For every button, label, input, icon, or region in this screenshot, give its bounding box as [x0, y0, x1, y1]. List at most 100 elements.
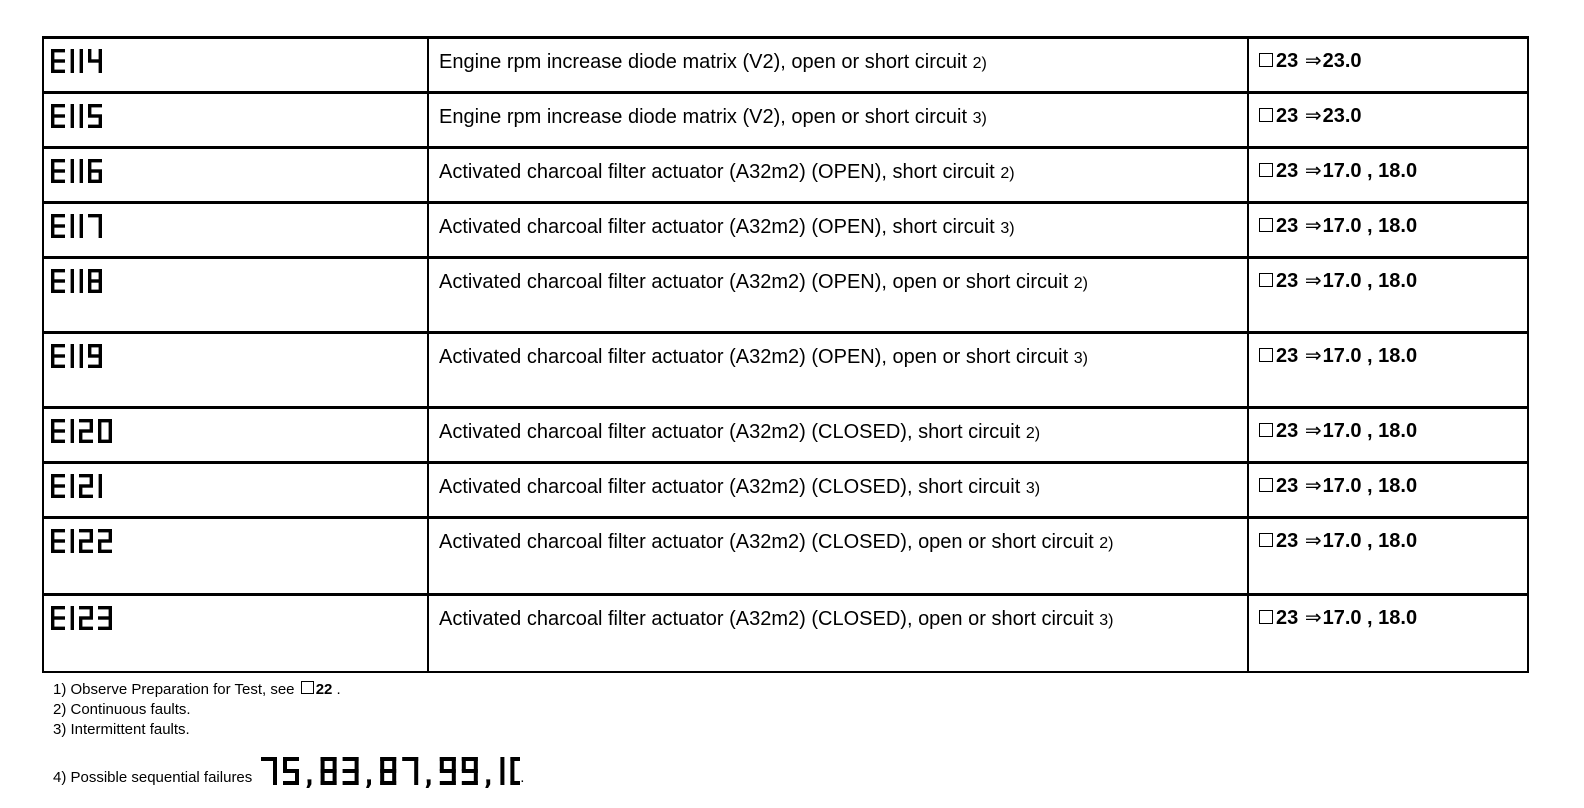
- page-ref-box-icon: [1259, 533, 1273, 547]
- fault-code-cell: [42, 91, 429, 149]
- ref-page: 23: [1276, 420, 1299, 442]
- page-ref-box-icon: [1259, 273, 1273, 287]
- ref-page: 23: [1276, 530, 1299, 552]
- footnote-4: 4) Possible sequential failures.: [53, 754, 549, 790]
- fault-description: Engine rpm increase diode matrix (V2), o…: [439, 106, 968, 128]
- footnotes: 1) Observe Preparation for Test, see 22 …: [53, 680, 549, 790]
- fault-code-cell: [42, 461, 429, 519]
- description-cell: Activated charcoal filter actuator (A32m…: [427, 593, 1249, 673]
- description-cell: Activated charcoal filter actuator (A32m…: [427, 461, 1249, 519]
- arrow-right-icon: ⇒: [1304, 345, 1322, 367]
- footnote-1-text: 1) Observe Preparation for Test, see: [53, 681, 295, 698]
- page-ref-box-icon: [1259, 610, 1273, 624]
- fault-code-display: [51, 269, 102, 293]
- reference-cell: 23 ⇒17.0 , 18.0: [1247, 331, 1529, 409]
- ref-section: 17.0 , 18.0: [1322, 530, 1418, 552]
- fault-code-cell: [42, 516, 429, 596]
- fault-code-cell: [42, 146, 429, 204]
- footnote-ref: 2): [1099, 535, 1114, 552]
- fault-code-display: [51, 606, 112, 630]
- table-row: Activated charcoal filter actuator (A32m…: [42, 331, 1529, 409]
- fault-description: Activated charcoal filter actuator (A32m…: [439, 608, 1094, 630]
- fault-code-cell: [42, 331, 429, 409]
- footnote-3: 3) Intermittent faults.: [53, 721, 190, 738]
- page-ref-box-icon: [1259, 478, 1273, 492]
- ref-section: 17.0 , 18.0: [1322, 215, 1418, 237]
- description-cell: Engine rpm increase diode matrix (V2), o…: [427, 36, 1249, 94]
- page-ref-box-icon: [300, 681, 314, 694]
- fault-code-cell: [42, 593, 429, 673]
- fault-description: Activated charcoal filter actuator (A32m…: [439, 531, 1094, 553]
- ref-page: 23: [1276, 105, 1299, 127]
- description-cell: Activated charcoal filter actuator (A32m…: [427, 331, 1249, 409]
- footnote-4-end: .: [520, 769, 525, 786]
- table-row: Activated charcoal filter actuator (A32m…: [42, 256, 1529, 334]
- fault-code-table: Engine rpm increase diode matrix (V2), o…: [42, 36, 1529, 673]
- arrow-right-icon: ⇒: [1304, 105, 1322, 127]
- reference-cell: 23 ⇒17.0 , 18.0: [1247, 406, 1529, 464]
- fault-code-display: [51, 474, 102, 498]
- arrow-right-icon: ⇒: [1304, 530, 1322, 552]
- ref-page: 23: [1276, 270, 1299, 292]
- table-row: Activated charcoal filter actuator (A32m…: [42, 406, 1529, 464]
- description-cell: Activated charcoal filter actuator (A32m…: [427, 516, 1249, 596]
- footnote-2: 2) Continuous faults.: [53, 701, 191, 718]
- ref-section: 17.0 , 18.0: [1322, 345, 1418, 367]
- footnote-1-ref: 22: [315, 681, 333, 698]
- page-ref-box-icon: [1259, 163, 1273, 177]
- footnote-4-label: 4) Possible sequential failures: [53, 769, 253, 786]
- reference-cell: 23 ⇒17.0 , 18.0: [1247, 146, 1529, 204]
- ref-section: 17.0 , 18.0: [1322, 420, 1418, 442]
- footnote-1: 1) Observe Preparation for Test, see 22 …: [53, 680, 341, 700]
- ref-section: 17.0 , 18.0: [1322, 160, 1418, 182]
- table-row: Activated charcoal filter actuator (A32m…: [42, 201, 1529, 259]
- fault-description: Activated charcoal filter actuator (A32m…: [439, 421, 1021, 443]
- description-cell: Activated charcoal filter actuator (A32m…: [427, 201, 1249, 259]
- fault-code-cell: [42, 36, 429, 94]
- fault-code-display: [51, 344, 102, 368]
- fault-code-display: [51, 104, 102, 128]
- arrow-right-icon: ⇒: [1304, 50, 1322, 72]
- ref-section: 17.0 , 18.0: [1322, 607, 1418, 629]
- ref-page: 23: [1276, 475, 1299, 497]
- arrow-right-icon: ⇒: [1304, 215, 1322, 237]
- table-row: Activated charcoal filter actuator (A32m…: [42, 146, 1529, 204]
- reference-cell: 23 ⇒17.0 , 18.0: [1247, 461, 1529, 519]
- page-ref-box-icon: [1259, 108, 1273, 122]
- page-ref-box-icon: [1259, 423, 1273, 437]
- table-row: Activated charcoal filter actuator (A32m…: [42, 516, 1529, 596]
- fault-code-cell: [42, 406, 429, 464]
- ref-page: 23: [1276, 160, 1299, 182]
- fault-description: Activated charcoal filter actuator (A32m…: [439, 161, 995, 183]
- table-row: Engine rpm increase diode matrix (V2), o…: [42, 91, 1529, 149]
- table-row: Activated charcoal filter actuator (A32m…: [42, 461, 1529, 519]
- page-ref-box-icon: [1259, 348, 1273, 362]
- fault-code-cell: [42, 256, 429, 334]
- fault-description: Activated charcoal filter actuator (A32m…: [439, 476, 1021, 498]
- fault-code-cell: [42, 201, 429, 259]
- footnote-ref: 3): [1000, 220, 1015, 237]
- ref-page: 23: [1276, 607, 1299, 629]
- footnote-ref: 2): [1025, 425, 1041, 442]
- reference-cell: 23 ⇒17.0 , 18.0: [1247, 593, 1529, 673]
- footnote-ref: 3): [1025, 480, 1041, 497]
- description-cell: Activated charcoal filter actuator (A32m…: [427, 406, 1249, 464]
- reference-cell: 23 ⇒17.0 , 18.0: [1247, 256, 1529, 334]
- fault-code-display: [51, 49, 102, 73]
- footnote-ref: 3): [1099, 612, 1114, 629]
- reference-cell: 23 ⇒17.0 , 18.0: [1247, 201, 1529, 259]
- footnote-ref: 3): [972, 110, 987, 127]
- fault-description: Activated charcoal filter actuator (A32m…: [439, 271, 1069, 293]
- arrow-right-icon: ⇒: [1304, 270, 1322, 292]
- fault-code-display: [51, 529, 112, 553]
- description-cell: Activated charcoal filter actuator (A32m…: [427, 256, 1249, 334]
- footnote-ref: 3): [1073, 350, 1088, 367]
- reference-cell: 23 ⇒23.0: [1247, 36, 1529, 94]
- ref-section: 17.0 , 18.0: [1322, 270, 1418, 292]
- page-ref-box-icon: [1259, 218, 1273, 232]
- description-cell: Engine rpm increase diode matrix (V2), o…: [427, 91, 1249, 149]
- fault-code-display: [51, 214, 102, 238]
- sequential-failures-display: [261, 757, 549, 790]
- ref-section: 23.0: [1322, 105, 1362, 127]
- reference-cell: 23 ⇒17.0 , 18.0: [1247, 516, 1529, 596]
